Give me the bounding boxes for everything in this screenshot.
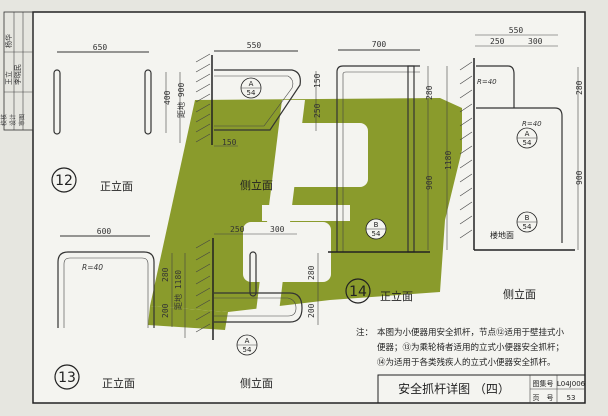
ref-bottom: 54 — [243, 346, 252, 354]
dim-side-550: 550 — [509, 26, 524, 35]
dim-650: 650 — [93, 43, 108, 52]
notes-line-3: ⑭为适用于各类残疾人的立式小便器安全抓杆。 — [377, 357, 556, 368]
dim-900: 900 — [425, 175, 434, 190]
dim-floor-1180: 距地 1180 — [173, 270, 183, 310]
ref-bottom: 54 — [523, 223, 532, 231]
ref-bottom: 54 — [247, 89, 256, 97]
notes: 注： 本图为小便器用安全抓杆，节点⑫适用于壁挂式小 便器；⑬为乘轮椅者适用的立式… — [356, 327, 565, 368]
detail-14-side-label: 侧立面 — [503, 287, 536, 301]
detail-14-front: 700 280 900 1180 B 54 14 正立面 — [328, 40, 453, 304]
detail-13-badge — [54, 364, 80, 390]
floor-label: 楼地面 — [490, 230, 514, 240]
detail-12-front: 650 400 距地 900 12 正立面 — [51, 43, 186, 193]
dim-r40-top: R=40 — [477, 78, 497, 86]
dim-side-280: 280 — [575, 80, 584, 95]
dim-600: 600 — [97, 227, 112, 236]
row-review-label: 审图 — [18, 114, 26, 126]
dim-250: 250 — [313, 103, 322, 118]
sheet-title: 安全抓杆详图 （四） — [398, 381, 510, 396]
title-block: 安全抓杆详图 （四） 图集号 L04J006 页 号 53 — [377, 374, 586, 404]
detail-12-badge — [51, 167, 77, 193]
dim-side-250: 250 — [490, 37, 505, 46]
signature-1: 王立 — [4, 71, 13, 85]
row-check-label: 校核 — [0, 114, 8, 126]
notes-line-2: 便器；⑬为乘轮椅者适用的立式小便器安全抓杆； — [377, 342, 564, 353]
ref-top: B — [374, 221, 379, 229]
ref-top: A — [249, 80, 254, 88]
ref-top: A — [245, 337, 250, 345]
atlas-label: 图集号 — [533, 379, 554, 388]
dim-side-200: 200 — [307, 303, 316, 318]
dim-280: 280 — [161, 267, 170, 282]
dim-floor-900: 距地 900 — [176, 83, 186, 118]
dim-1180: 1180 — [444, 151, 453, 170]
page-value: 53 — [567, 394, 576, 402]
watermark-logo — [148, 98, 462, 330]
dim-700: 700 — [372, 40, 387, 49]
signature-strip: 校核 设计 审图 王立 李晓民 杨华 — [0, 11, 34, 131]
detail-14-front-label: 正立面 — [380, 289, 413, 303]
detail-14-side: 550 250 300 R=40 R=40 280 900 A 54 B 54 … — [459, 26, 584, 301]
notes-prefix: 注： — [356, 327, 373, 338]
detail-14-number: 14 — [349, 284, 367, 300]
detail-13-number: 13 — [58, 370, 76, 386]
dim-side-250: 250 — [230, 225, 245, 234]
dim-side-300: 300 — [528, 37, 543, 46]
dim-150b: 150 — [222, 138, 237, 147]
notes-line-1: 本图为小便器用安全抓杆，节点⑫适用于壁挂式小 — [377, 327, 565, 338]
dim-side-300: 300 — [270, 225, 285, 234]
dim-side-280: 280 — [307, 265, 316, 280]
row-design-label: 设计 — [9, 114, 17, 126]
dim-550: 550 — [247, 41, 262, 50]
dim-400: 400 — [163, 90, 172, 105]
dim-r40: R=40 — [82, 263, 103, 272]
signature-3: 杨华 — [4, 34, 13, 48]
detail-12-number: 12 — [55, 173, 73, 189]
dim-r40-bottom: R=40 — [522, 120, 542, 128]
detail-12-side-label: 侧立面 — [240, 178, 273, 192]
ref-bottom: 54 — [372, 230, 381, 238]
dim-200: 200 — [161, 303, 170, 318]
detail-13-side: 250 300 280 200 A 54 侧立面 — [195, 225, 319, 390]
dim-side-900: 900 — [575, 170, 584, 185]
detail-12-front-label: 正立面 — [100, 179, 133, 193]
detail-12-side: 550 150 250 150 A 54 侧立面 — [195, 41, 322, 192]
ref-top: A — [525, 130, 530, 138]
detail-13-front: 600 R=40 280 200 距地 1180 13 正立面 — [54, 227, 186, 390]
detail-14-badge — [345, 278, 371, 304]
dim-280: 280 — [425, 85, 434, 100]
ref-top: B — [525, 214, 530, 222]
ref-bottom: 54 — [523, 139, 532, 147]
atlas-value: L04J006 — [557, 380, 586, 388]
signature-2: 李晓民 — [13, 64, 22, 85]
page-label: 页 号 — [533, 394, 554, 402]
detail-13-front-label: 正立面 — [102, 376, 135, 390]
detail-13-side-label: 侧立面 — [240, 376, 273, 390]
dim-150a: 150 — [313, 73, 322, 88]
